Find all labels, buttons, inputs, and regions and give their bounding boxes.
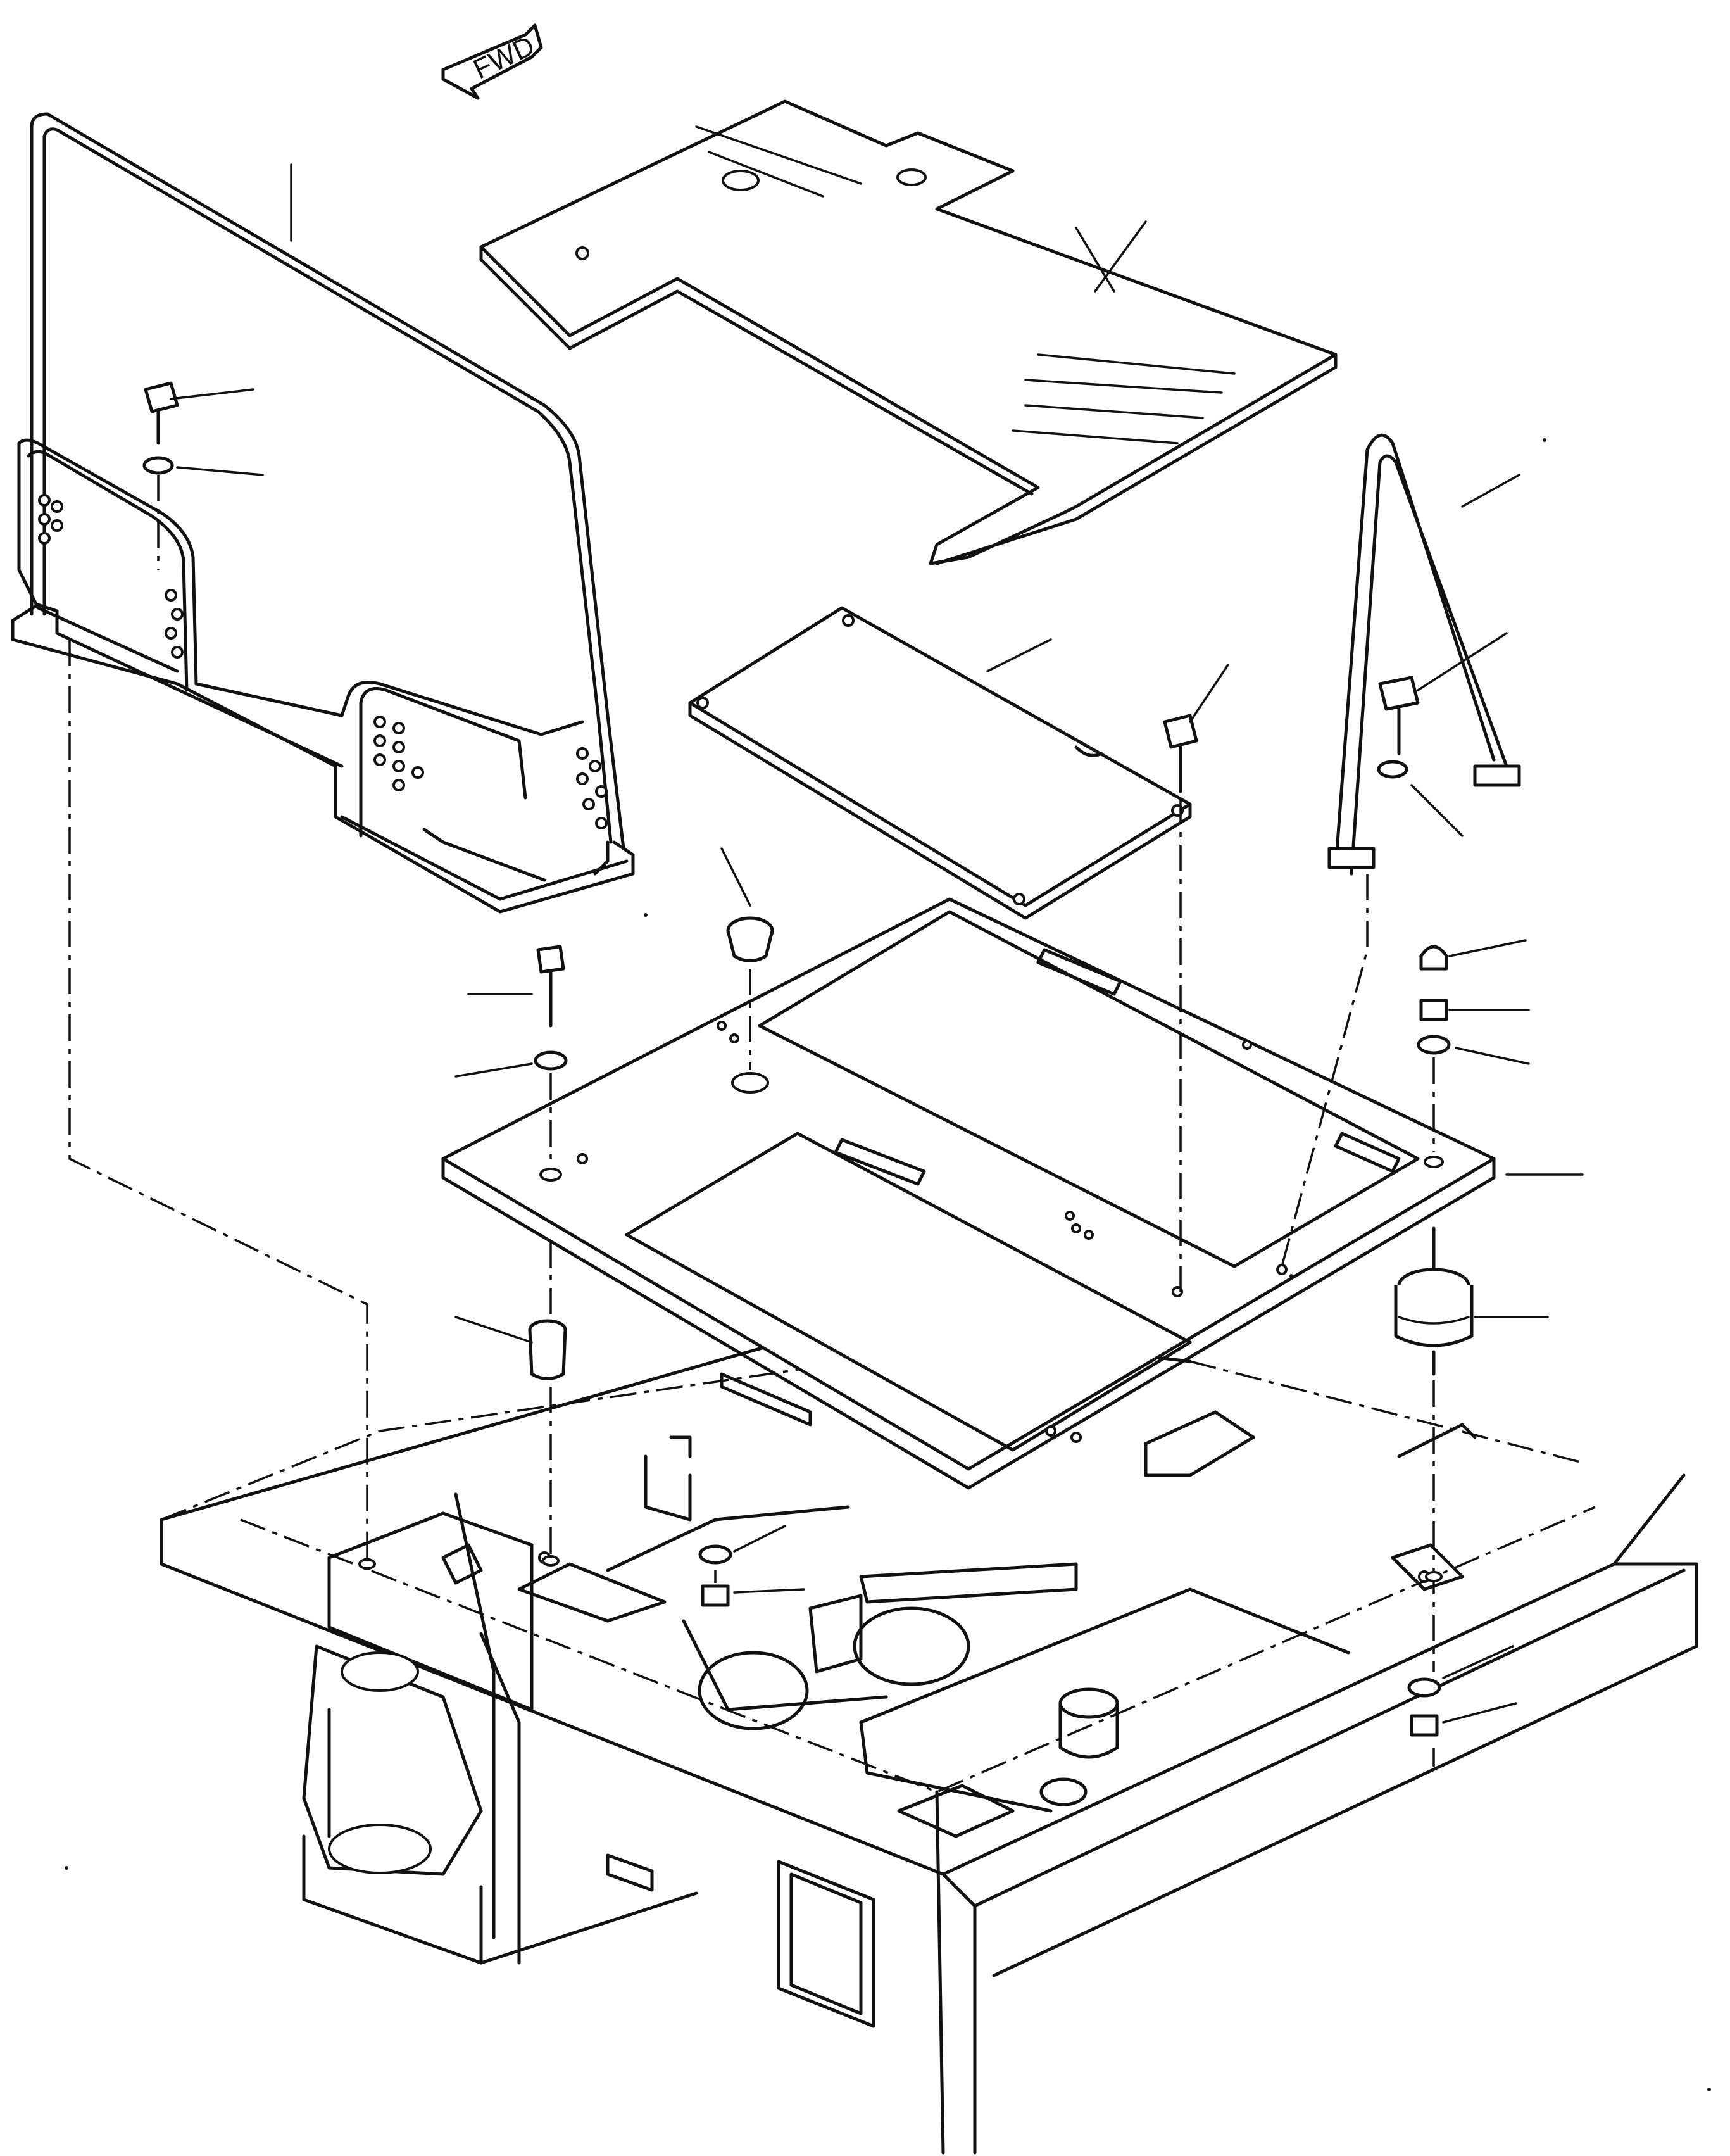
left-guard-panel — [11, 112, 635, 914]
nut-right — [1419, 999, 1530, 1021]
lower-nut-right — [1410, 1702, 1517, 1737]
plate-washer-left — [454, 1050, 568, 1078]
access-cover-plate — [688, 606, 1192, 920]
handrail-washer — [1377, 760, 1464, 837]
guard-bolt — [144, 381, 254, 445]
handrail-bolt — [1378, 632, 1508, 755]
lower-washer-right — [1407, 1645, 1514, 1698]
guard-washer — [142, 456, 264, 476]
cushion-mount — [1394, 1226, 1549, 1376]
lower-nut-center — [701, 1584, 805, 1607]
cab-floor-plate — [441, 897, 1584, 1490]
washer-right — [1417, 1035, 1530, 1065]
plate-bolt-left — [467, 945, 565, 1028]
cover-bolt — [1163, 664, 1229, 793]
revolving-frame — [160, 1321, 1698, 2155]
fwd-label: FWD — [468, 30, 539, 85]
frame-mount-holes — [358, 1555, 1443, 1582]
spacer-collar — [454, 1316, 567, 1380]
right-handrail — [1327, 433, 1521, 876]
perforation-holes — [38, 494, 608, 829]
cap-nut — [1419, 939, 1527, 971]
rubber-cap — [720, 847, 774, 962]
fwd-direction-arrow: FWD — [441, 23, 543, 100]
lower-washer-center — [698, 1525, 786, 1565]
floor-mat — [479, 99, 1338, 565]
assembly-lines — [68, 475, 1435, 1767]
